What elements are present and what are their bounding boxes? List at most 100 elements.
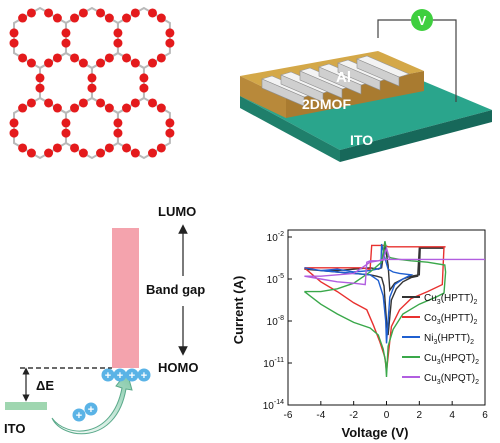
hole-icon [84,402,98,416]
hole-sign: + [129,370,135,382]
lattice-node [113,118,123,128]
lattice-node [113,128,123,138]
lattice-node [130,98,140,108]
y-tick-label: 10-8 [267,315,284,328]
lattice-node [130,148,140,158]
lattice-node [70,143,80,153]
delta-e-label: ΔE [36,378,54,393]
hole-icon [137,368,151,382]
lattice-node [52,143,62,153]
x-axis-label: Voltage (V) [342,425,409,440]
lattice-node [70,53,80,63]
lattice-node [61,28,71,38]
lattice-node [139,73,149,83]
lattice-node [78,58,88,68]
chart-series [303,241,485,378]
lattice-node [18,103,28,113]
band-diagram: LUMO Band gap HOMO ΔE ITO + + + + + + [4,204,205,436]
al-bar-front [356,58,400,87]
hole-icon [113,368,127,382]
legend-label: Cu3(HPQT)2 [424,353,479,366]
legend-label: Ni3(HPTT)2 [424,333,474,346]
lattice-node [96,148,106,158]
lattice-node [96,8,106,18]
lattice-node [156,103,166,113]
al-bar-front [280,74,324,103]
homo-holes: + + + + [101,368,151,382]
x-tick-label: 6 [482,410,488,421]
lattice-node [61,118,71,128]
lattice-node [113,28,123,38]
mof-film-front [240,76,286,118]
honeycomb-lattice [9,6,175,160]
legend-label: Co3(HPTT)2 [424,313,477,326]
lattice-node [9,38,19,48]
lattice-node [44,148,54,158]
probe-wire-left [377,19,411,38]
al-bar-front [261,78,305,107]
legend-label: Cu3(HPTT)2 [424,293,477,306]
x-tick-label: 2 [417,410,423,421]
lattice-node [104,103,114,113]
lattice-node [26,58,36,68]
lattice-node [87,83,97,93]
y-tick-label: 10-14 [263,399,284,412]
lattice-node [61,38,71,48]
voltmeter-label: V [418,13,427,28]
mof-label: 2DMOF [302,96,351,112]
ito-label: ITO [350,132,373,148]
al-electrode-bars [261,55,410,107]
lattice-node [96,98,106,108]
mof-film-side [286,71,424,118]
lattice-node [113,38,123,48]
homo-label: HOMO [158,360,198,375]
ito-band-label: ITO [4,421,25,436]
x-tick-label: 0 [384,410,390,421]
lattice-node [122,13,132,23]
series-line [303,241,447,378]
al-bar-front [299,70,343,99]
lattice-node [70,13,80,23]
legend-label: Cu3(NPQT)2 [424,373,479,386]
hole-sign: + [76,410,82,422]
lattice-node [44,8,54,18]
lattice-node [9,128,19,138]
lattice-node [156,53,166,63]
lattice-node [87,73,97,83]
lattice-node [122,143,132,153]
y-tick-label: 10-2 [267,231,284,244]
lattice-node [104,143,114,153]
lattice-node [26,8,36,18]
lattice-node [156,13,166,23]
lattice-bonds [13,6,171,160]
lattice-node [104,13,114,23]
lattice-ring [116,96,171,160]
hole-sign: + [105,370,111,382]
ito-substrate-front [240,96,340,162]
band-gap-label: Band gap [146,282,205,297]
series-line [304,243,414,344]
lattice-node [165,128,175,138]
lattice-node [35,73,45,83]
lattice-node [122,53,132,63]
ito-level-bar [5,402,47,410]
x-tick-label: -6 [284,410,293,421]
hole-sign: + [141,370,147,382]
y-tick-label: 10-11 [263,357,284,370]
lattice-node [18,143,28,153]
lattice-node [35,83,45,93]
lattice-node [147,98,157,108]
lattice-node [156,143,166,153]
lattice-node [18,13,28,23]
ito-substrate-side [340,110,492,162]
lattice-node [104,53,114,63]
lattice-node [78,8,88,18]
lattice-node [78,98,88,108]
hole-sign: + [117,370,123,382]
probe-wire-right [433,19,457,102]
lattice-node [52,103,62,113]
hole-icon [101,368,115,382]
lattice-node [26,98,36,108]
y-axis-label: Current (A) [231,276,246,345]
